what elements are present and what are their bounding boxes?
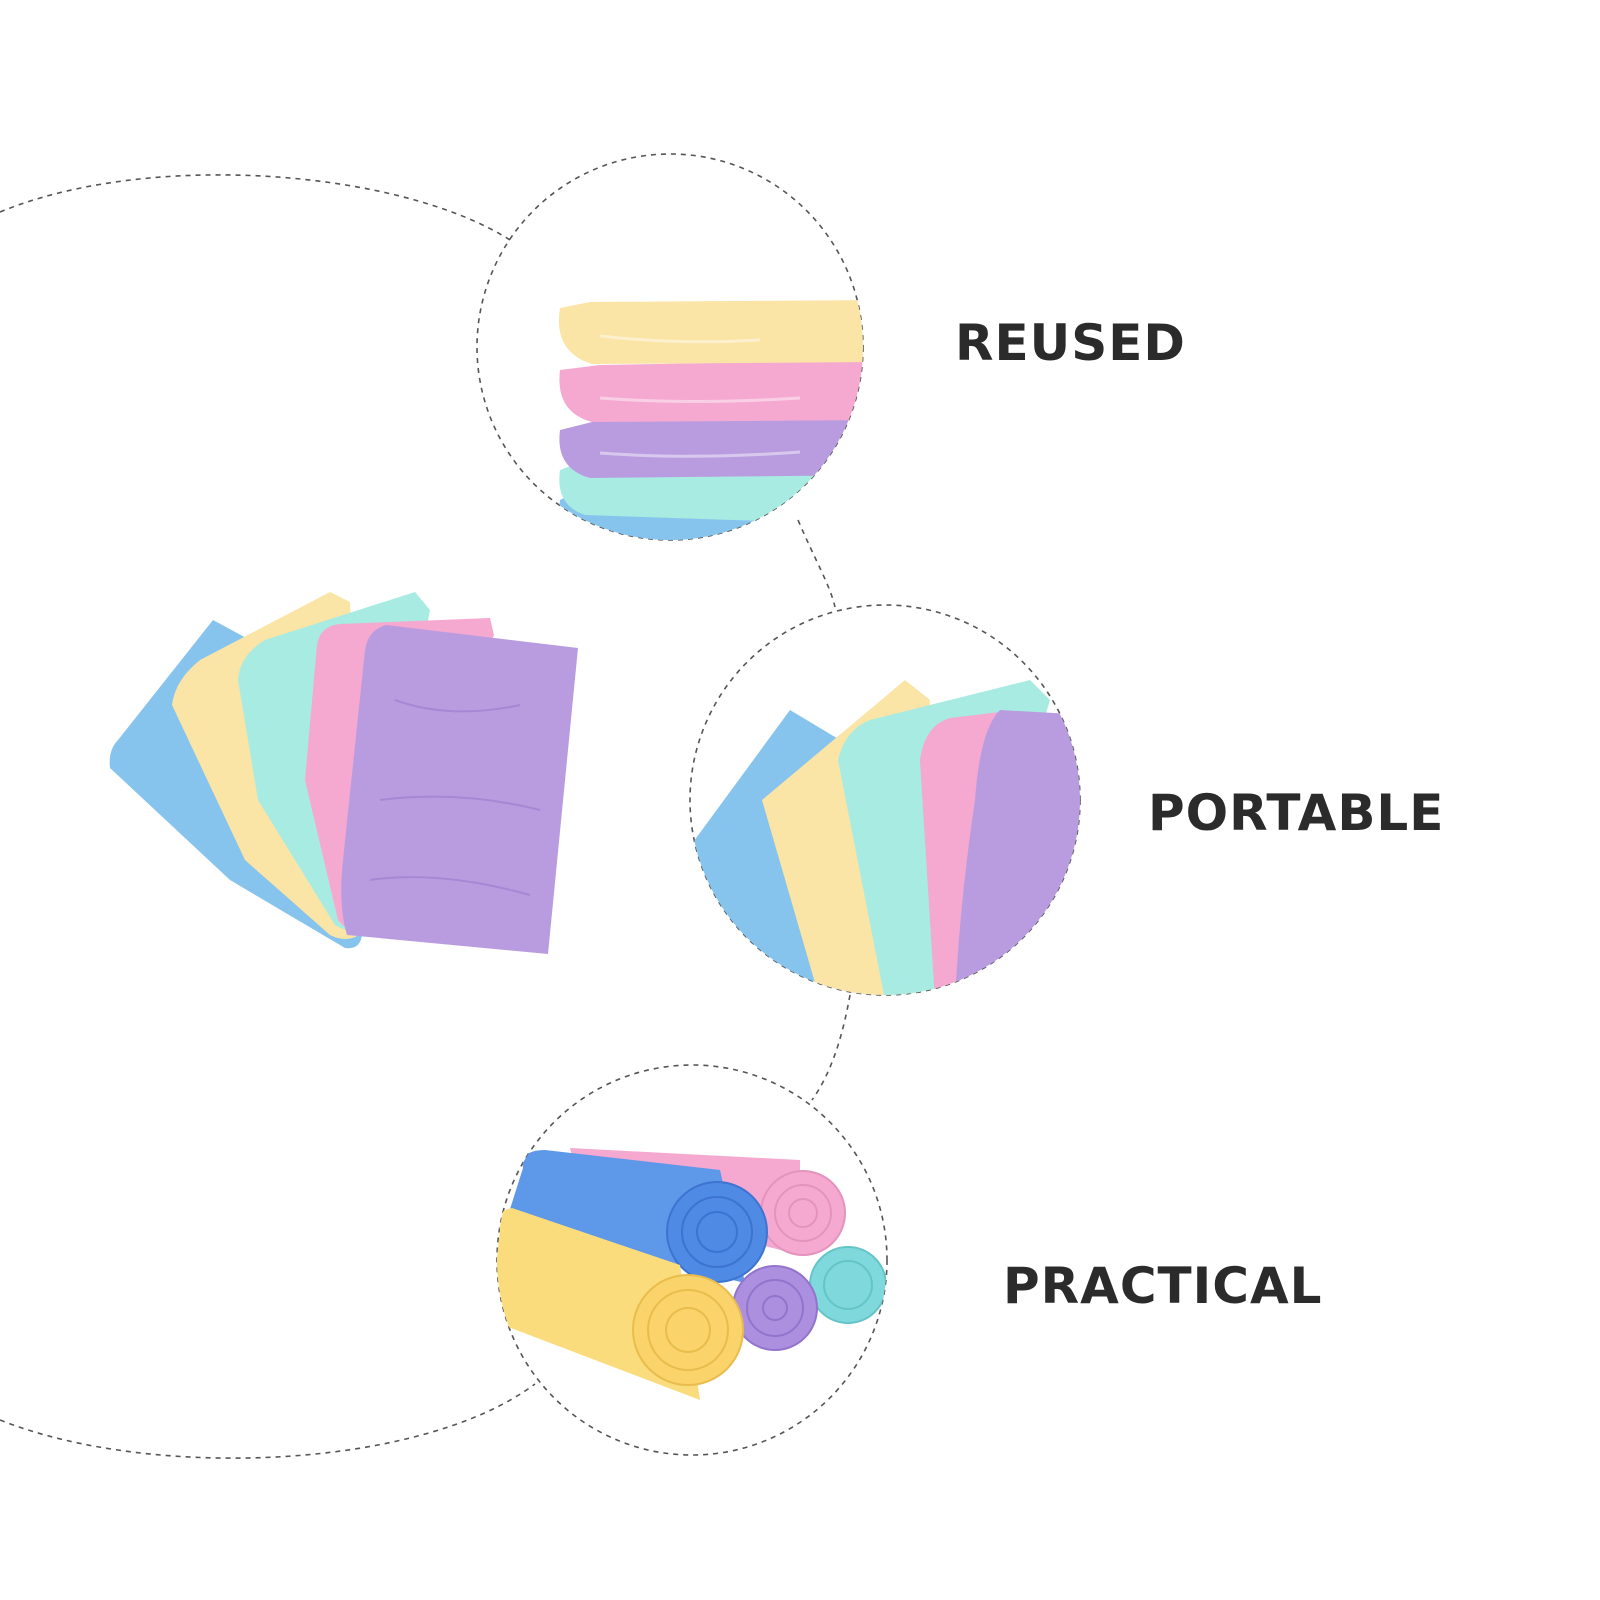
towel-purple — [341, 625, 578, 954]
feature-label-portable: PORTABLE — [1148, 784, 1445, 842]
stack-layer-purple — [559, 418, 863, 478]
roll-yellow-end — [632, 1274, 744, 1386]
large-dashed-arc — [0, 174, 511, 241]
stacked-towels-image — [559, 300, 863, 540]
stack-layer-yellow — [559, 300, 863, 364]
rolled-towels-image — [497, 1148, 887, 1400]
connector-portable-practical — [811, 994, 851, 1101]
large-dashed-arc-bottom — [0, 1383, 536, 1459]
roll-mint-end — [809, 1246, 887, 1324]
feature-label-reused: REUSED — [955, 314, 1186, 372]
towel-fan-image — [109, 592, 578, 954]
stack-layer-pink — [559, 360, 863, 422]
connector-reused-portable — [797, 519, 836, 608]
roll-pink-end — [760, 1170, 846, 1256]
feature-label-practical: PRACTICAL — [1003, 1257, 1323, 1315]
towel-fan-closeup-image — [690, 680, 1080, 995]
roll-purple-end — [732, 1265, 818, 1351]
